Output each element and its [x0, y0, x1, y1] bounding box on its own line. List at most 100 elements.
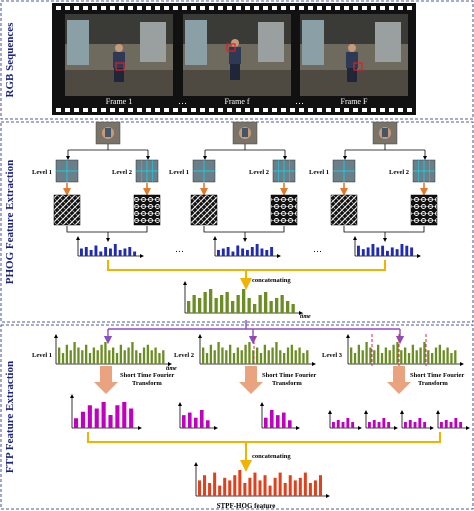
level1-series-bar: [104, 342, 107, 364]
level1-series-bar: [112, 347, 115, 364]
section-ftp: FTP Feature Extraction: [0, 324, 474, 510]
ellipsis-1: …: [178, 96, 187, 106]
sprocket-hole: [335, 6, 340, 10]
level3-series-bar: [411, 344, 415, 364]
level2-series-bar: [259, 353, 263, 364]
time-label-level1: time: [166, 366, 177, 372]
level2-series-bar: [221, 347, 224, 364]
level1-series-bar: [123, 350, 126, 364]
fft-level2a-bar: [200, 410, 204, 428]
sprocket-hole: [380, 6, 385, 10]
sprocket-hole: [65, 108, 70, 112]
sprocket-hole: [119, 6, 124, 10]
level3-series-bar: [388, 350, 391, 364]
sprocket-hole: [182, 6, 187, 10]
sprocket-hole: [200, 108, 205, 112]
output-hist-bar: [218, 485, 222, 496]
sprocket-hole: [164, 108, 169, 112]
sprocket-hole: [137, 108, 142, 112]
level2-series-bar: [213, 350, 216, 364]
concat-hist-bar: [209, 289, 213, 313]
fft-level3-1-bar: [332, 422, 335, 428]
level2-series-bar: [248, 342, 251, 364]
fft-level1-bar: [87, 405, 92, 428]
section-label-rgb: RGB Sequences: [4, 22, 16, 98]
frame-F-person-head: [348, 44, 356, 52]
frame-f-window2: [258, 22, 284, 62]
level1-series-bar: [81, 350, 84, 364]
level2-series-bar: [283, 353, 286, 364]
phog-hist-1-bar: [80, 248, 83, 256]
sprocket-hole: [398, 6, 403, 10]
output-hist-bar: [268, 485, 272, 496]
hog-level1-image: [330, 194, 358, 226]
concat-histogram: [183, 281, 303, 315]
phog-hist-1-bar: [84, 247, 88, 256]
frame-F-window2: [375, 22, 401, 62]
phog-hist-1-bar: [118, 250, 122, 256]
sprocket-hole: [110, 6, 115, 10]
phog-hist-2-bar: [231, 251, 235, 256]
sprocket-hole: [101, 6, 106, 10]
level2-series-bar: [298, 347, 301, 364]
concat-hist-bar: [192, 295, 196, 313]
level3-series-bar: [361, 350, 364, 364]
concat-hist-bar: [231, 301, 235, 313]
output-hist-bar: [243, 483, 247, 496]
output-hist-bar: [283, 483, 287, 496]
concat-bracket-1: concatenating: [107, 260, 386, 290]
level3-series-bar: [384, 347, 388, 364]
concat-hist-bar: [258, 295, 262, 313]
fft-level3-1-bar: [351, 422, 355, 428]
level3-series-bar: [377, 344, 380, 364]
frame-1-label: Frame 1: [106, 97, 132, 106]
sprocket-hole: [137, 6, 142, 10]
phog-level1-label: Level 1: [169, 169, 189, 176]
phog-hist-3-bar: [376, 247, 380, 256]
sprocket-hole: [92, 6, 97, 10]
concat-bracket-2: concatenating: [87, 432, 441, 472]
level2-series-bar: [275, 342, 278, 364]
fft-level1-bar: [94, 408, 99, 428]
concat-hist-bar: [247, 298, 251, 313]
fft-level3-1-bar: [346, 418, 350, 428]
output-hist-bar: [248, 477, 252, 496]
output-hist-bar: [198, 480, 202, 496]
fft-level1-bar: [74, 418, 79, 428]
phog-hist-2-bar: [241, 248, 245, 256]
frame-1-hand-box: [115, 62, 125, 71]
level3-series-bar: [392, 344, 395, 364]
output-hist-bar: [253, 472, 257, 496]
output-hist-bar: [293, 480, 297, 496]
level3-series-bar: [373, 350, 376, 364]
concat-hist-bar: [225, 292, 229, 313]
stft-arrow-3: [387, 366, 411, 394]
sprocket-hole: [254, 108, 259, 112]
level3-series-bar: [442, 350, 445, 364]
sprocket-hole: [263, 108, 268, 112]
level1-series-bar: [61, 353, 65, 364]
concat-hist-bar: [198, 298, 202, 313]
fft-level1-bar: [80, 411, 86, 428]
phog-hist-2-bar: [221, 248, 225, 256]
fft-level3-3-bar: [423, 422, 427, 428]
level2-series-bar: [290, 344, 294, 364]
level2-series-bar: [256, 347, 259, 364]
concat-hist-bar: [253, 304, 257, 313]
fft-level3-4-bar: [454, 418, 458, 428]
sprocket-hole: [272, 6, 277, 10]
sprocket-holes-bottom: [56, 108, 412, 112]
sprocket-hole: [380, 108, 385, 112]
stft-arrow-2: [239, 366, 263, 394]
sprocket-hole: [191, 108, 196, 112]
hand-crop-object: [242, 128, 248, 137]
sprocket-hole: [371, 6, 376, 10]
phog-hist-2-bar: [226, 247, 230, 256]
frame-f-person-head: [231, 39, 239, 47]
level2-series-bar: [217, 342, 220, 364]
frame-f-person-legs: [230, 64, 240, 80]
sprocket-hole: [389, 6, 394, 10]
